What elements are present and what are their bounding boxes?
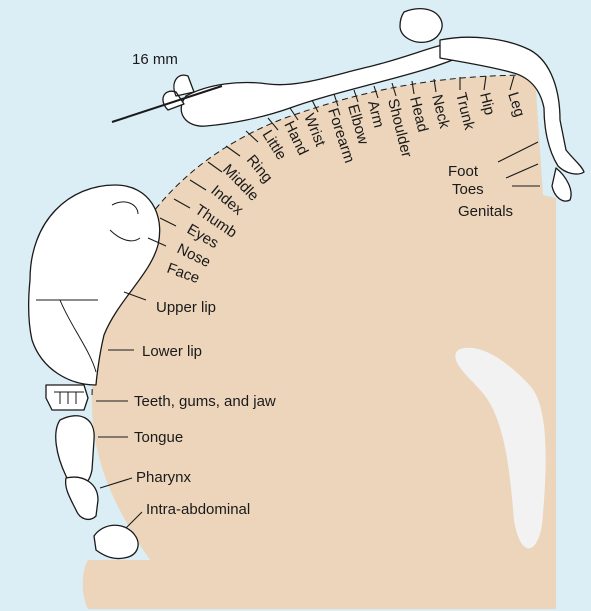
label-text: Pharynx: [136, 469, 192, 486]
label-text: Lower lip: [142, 343, 202, 360]
homunculus-teeth: [46, 385, 88, 410]
homunculus-neck: [400, 9, 442, 43]
label-text: Foot: [448, 163, 479, 180]
label-text: Intra-abdominal: [146, 501, 250, 518]
label-text: Tongue: [134, 429, 183, 446]
label-text: Genitals: [458, 203, 513, 220]
label-text: Toes: [452, 181, 484, 198]
label-text: Upper lip: [156, 299, 216, 316]
label-text: Teeth, gums, and jaw: [134, 393, 276, 410]
scale-bar-label: 16 mm: [132, 51, 178, 68]
